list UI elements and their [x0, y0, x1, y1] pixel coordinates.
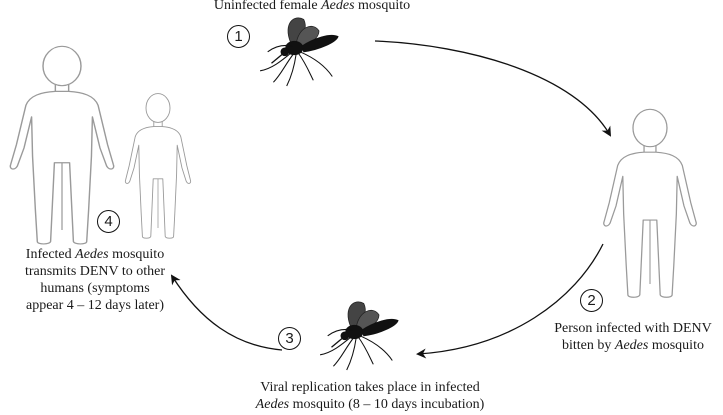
step-1-number: 1: [227, 25, 250, 48]
step-2-number: 2: [580, 289, 603, 312]
infected-person-figure: [603, 108, 697, 298]
step-4-number: 4: [97, 210, 120, 233]
arrow-1-to-2: [374, 40, 612, 137]
step-4-label: Infected Aedes mosquito transmits DENV t…: [24, 247, 166, 313]
arrow-3-to-4: [170, 274, 283, 351]
step-2-label: Person infected with DENV bitten by Aede…: [554, 321, 712, 353]
child-figure: [124, 93, 192, 239]
step-1-label: Uninfected female Aedes mosquito: [213, 0, 411, 13]
uninfected-mosquito-icon: [259, 17, 339, 87]
arrow-2-to-3: [416, 243, 604, 359]
infected-mosquito-icon: [319, 301, 399, 371]
step-3-number: 3: [278, 327, 301, 350]
step-3-label: Viral replication takes place in infecte…: [255, 380, 485, 412]
